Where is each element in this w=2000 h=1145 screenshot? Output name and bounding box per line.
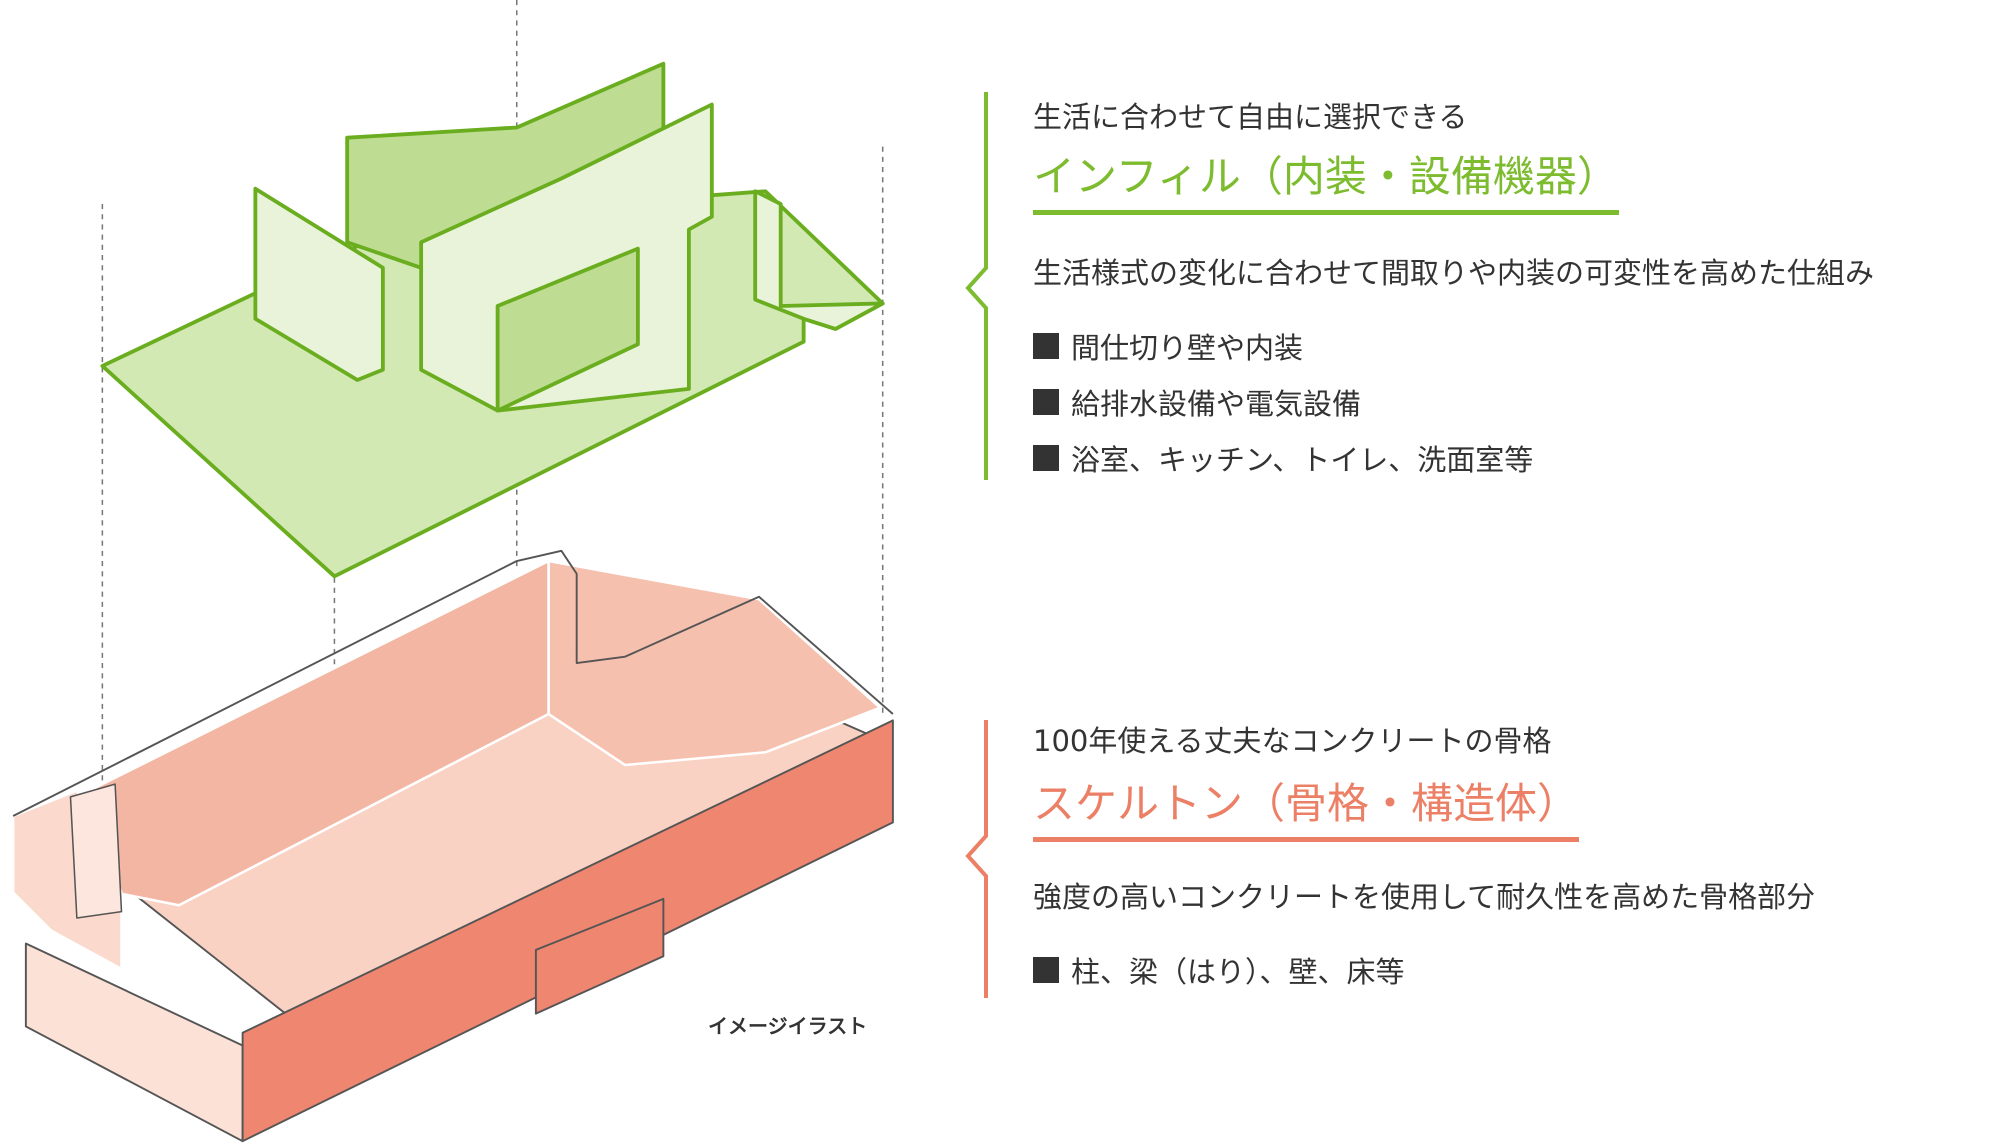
bullet-square-icon: [1033, 333, 1059, 359]
image-caption: イメージイラスト: [708, 1014, 868, 1038]
bullet-square-icon: [1033, 957, 1059, 983]
skeleton-front-left-wall: [24, 942, 244, 1143]
infill-wall-left: [253, 186, 385, 382]
infill-bracket: [965, 92, 988, 480]
infill-wall-right: [753, 189, 885, 331]
bullet-square-icon: [1033, 445, 1059, 471]
infill-item: 浴室、キッチン、トイレ、洗面室等: [1033, 437, 1533, 479]
infill-wall-front: [495, 246, 640, 413]
infill-lead: 生活に合わせて自由に選択できる: [1033, 100, 1468, 134]
item-text: 浴室、キッチン、トイレ、洗面室等: [1071, 443, 1534, 477]
item-text: 柱、梁（はり）、壁、床等: [1071, 955, 1405, 989]
skeleton-bracket: [965, 720, 988, 998]
skeleton-column: [69, 783, 123, 919]
item-text: 間仕切り壁や内装: [1071, 331, 1304, 365]
infill-structure: [100, 61, 885, 579]
infill-item: 間仕切り壁や内装: [1033, 325, 1303, 367]
infill-title: インフィル（内装・設備機器）: [1033, 143, 1619, 215]
skeleton-structure: [11, 549, 894, 1143]
skeleton-front-right-wall: [241, 719, 894, 1143]
skeleton-back-right-wall: [547, 559, 882, 767]
skeleton-title: スケルトン（骨格・構造体）: [1033, 770, 1580, 842]
item-text: 給排水設備や電気設備: [1071, 387, 1362, 421]
skeleton-item: 柱、梁（はり）、壁、床等: [1033, 949, 1405, 991]
skeleton-front-pillar: [534, 897, 665, 1015]
bullet-square-icon: [1033, 389, 1059, 415]
infill-item: 給排水設備や電気設備: [1033, 381, 1361, 423]
skeleton-description: 強度の高いコンクリートを使用して耐久性を高めた骨格部分: [1033, 880, 1816, 914]
infill-description: 生活様式の変化に合わせて間取りや内装の可変性を高めた仕組み: [1033, 256, 1875, 290]
skeleton-lead: 100年使える丈夫なコンクリートの骨格: [1033, 724, 1552, 758]
